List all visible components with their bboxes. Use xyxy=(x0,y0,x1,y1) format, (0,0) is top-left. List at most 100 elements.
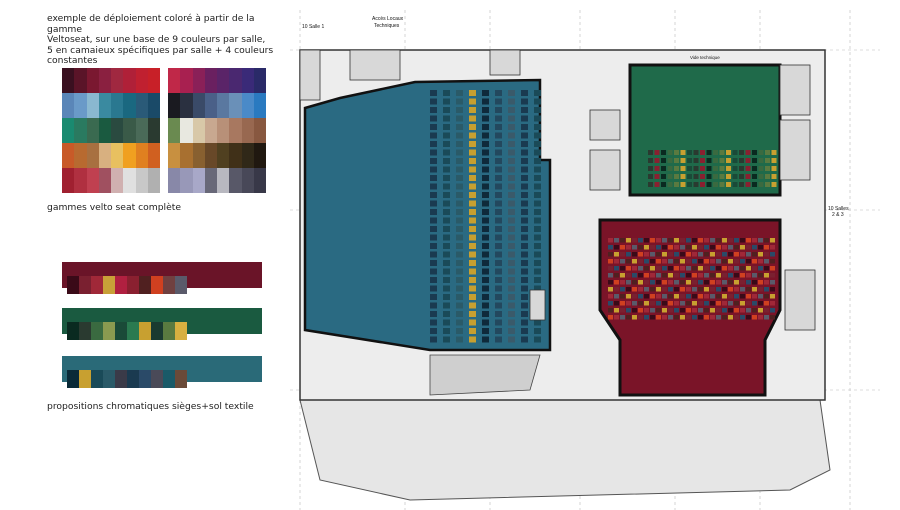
seat xyxy=(656,287,661,292)
seat xyxy=(644,252,649,257)
color-swatch xyxy=(139,322,151,340)
seat xyxy=(495,115,502,122)
seat xyxy=(710,301,715,306)
seat xyxy=(662,308,667,313)
seat xyxy=(758,238,763,243)
seat xyxy=(430,328,437,334)
seat xyxy=(456,158,463,164)
seat xyxy=(704,273,709,278)
seat xyxy=(728,287,733,292)
seat xyxy=(495,149,502,156)
seat xyxy=(644,315,649,320)
seat xyxy=(508,294,515,300)
seat xyxy=(644,280,649,285)
seat xyxy=(443,328,450,334)
seat xyxy=(728,259,733,264)
seat xyxy=(739,182,744,187)
seat xyxy=(680,301,685,306)
seat xyxy=(654,182,660,187)
seat xyxy=(686,287,691,292)
seat xyxy=(662,287,667,292)
seat xyxy=(722,315,727,320)
seat xyxy=(704,315,709,320)
seat xyxy=(638,308,643,313)
seat xyxy=(430,294,437,300)
seat xyxy=(495,200,502,207)
seat xyxy=(534,260,541,266)
seat xyxy=(728,245,733,250)
seat xyxy=(482,328,489,334)
seat xyxy=(521,328,528,334)
seat xyxy=(508,209,515,215)
seat xyxy=(456,243,463,249)
seat xyxy=(469,285,476,292)
seat xyxy=(650,245,655,250)
seat xyxy=(722,308,727,313)
color-swatch xyxy=(163,370,175,388)
seat xyxy=(674,150,679,155)
seat xyxy=(469,107,476,113)
seat xyxy=(770,301,775,306)
color-swatch xyxy=(192,168,205,193)
seat xyxy=(654,150,660,155)
seat xyxy=(443,209,450,215)
seat xyxy=(687,174,692,179)
seat xyxy=(456,217,463,224)
seat xyxy=(495,98,502,105)
seat xyxy=(710,287,715,292)
seat xyxy=(638,273,643,278)
seat xyxy=(716,245,721,250)
seat xyxy=(706,150,712,155)
seat xyxy=(443,175,450,181)
seat xyxy=(469,294,476,300)
seat xyxy=(662,252,667,257)
seat xyxy=(667,158,673,163)
seat xyxy=(674,158,679,163)
seat xyxy=(482,243,489,249)
seat xyxy=(765,174,770,179)
seat xyxy=(728,273,733,278)
seat xyxy=(680,315,685,320)
seat xyxy=(482,183,489,190)
seat xyxy=(668,252,673,257)
seat xyxy=(710,308,715,313)
seat xyxy=(728,294,733,299)
seat xyxy=(722,280,727,285)
seat xyxy=(764,273,769,278)
seat xyxy=(534,141,541,147)
seat xyxy=(680,259,685,264)
seat xyxy=(732,182,738,187)
seat xyxy=(656,280,661,285)
seat xyxy=(661,158,666,163)
seat xyxy=(662,238,667,243)
seat xyxy=(687,182,692,187)
seat xyxy=(734,245,739,250)
color-swatch xyxy=(253,143,266,168)
seat xyxy=(443,226,450,232)
seat xyxy=(534,217,541,224)
seat xyxy=(648,150,653,155)
seat xyxy=(482,302,489,309)
seat xyxy=(713,166,718,171)
seat xyxy=(534,158,541,164)
seat xyxy=(661,166,666,171)
seat xyxy=(632,266,637,271)
seat xyxy=(443,277,450,283)
seat xyxy=(700,174,705,179)
seat xyxy=(758,150,764,155)
seat xyxy=(632,238,637,243)
seat xyxy=(521,183,528,190)
seat xyxy=(758,273,763,278)
seat xyxy=(710,280,715,285)
seat xyxy=(443,260,450,266)
seat xyxy=(764,238,769,243)
seat xyxy=(614,252,619,257)
seat xyxy=(456,251,463,258)
seat xyxy=(430,183,437,190)
seat xyxy=(495,158,502,164)
seat xyxy=(456,141,463,147)
seat xyxy=(686,301,691,306)
seat xyxy=(668,315,673,320)
seat xyxy=(508,166,515,173)
seat xyxy=(739,174,744,179)
